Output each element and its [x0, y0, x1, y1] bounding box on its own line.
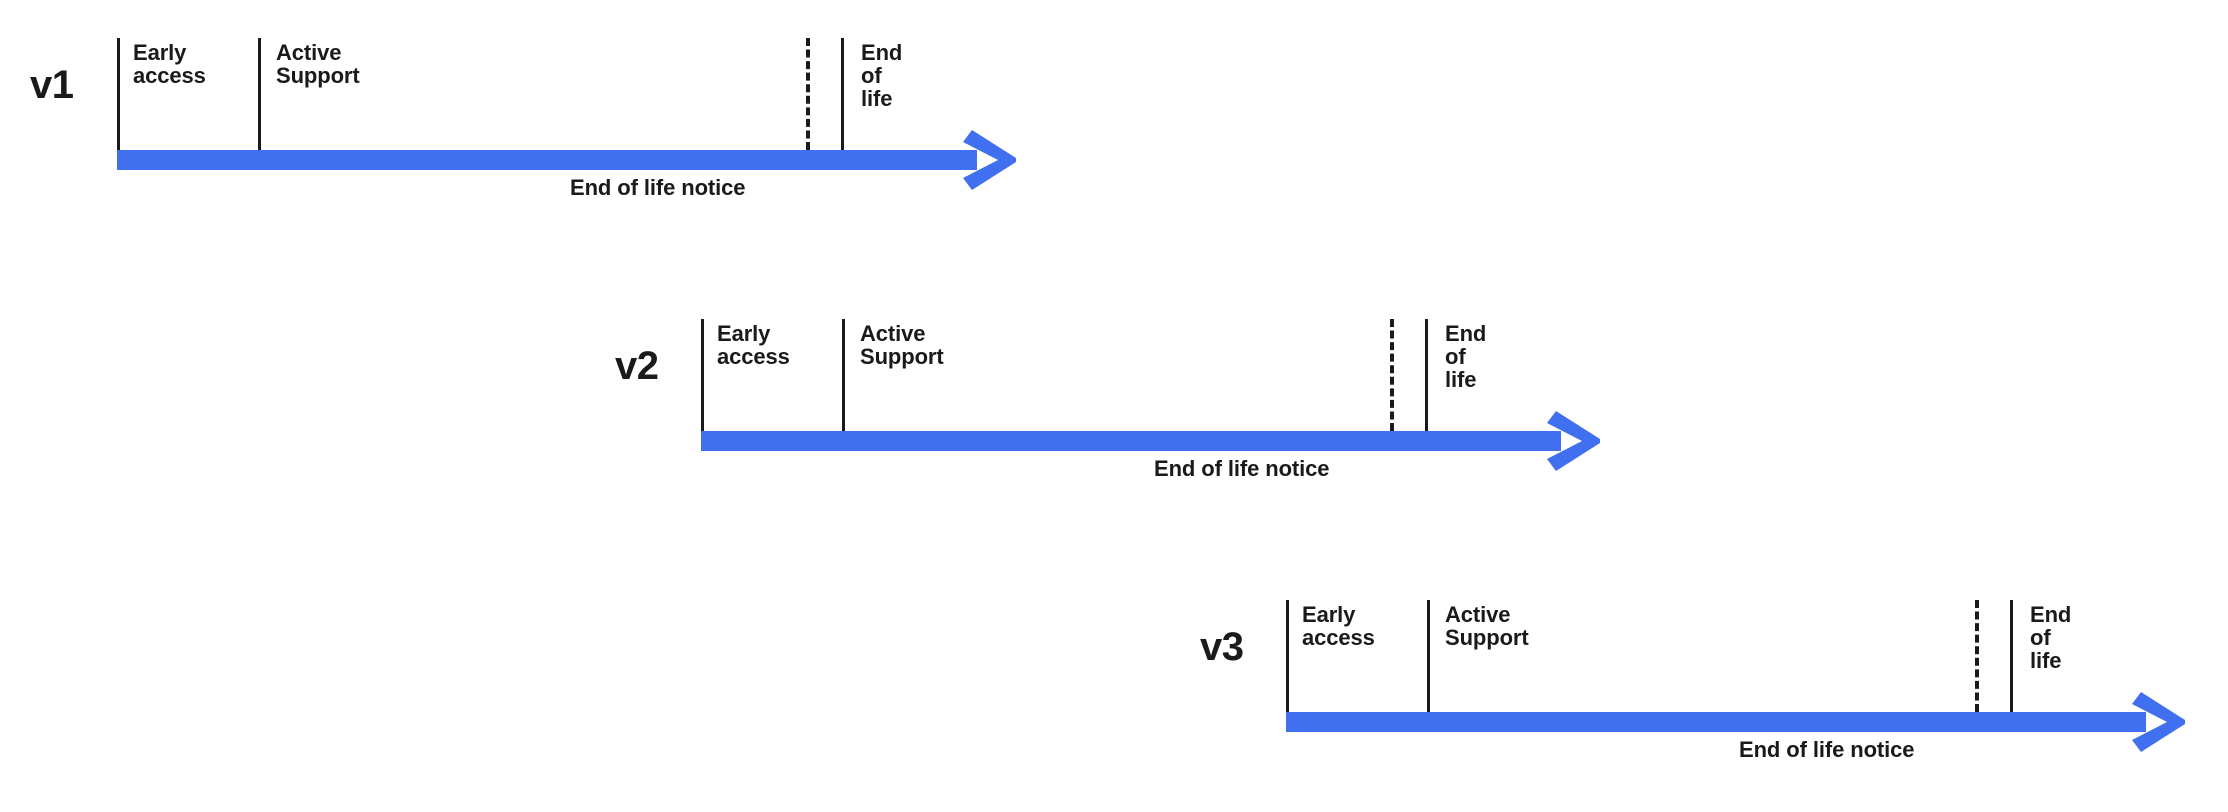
arrow-head-icon [1544, 409, 1606, 478]
phase-label-1: Early access [133, 40, 206, 88]
arrow-head-icon [960, 128, 1022, 197]
phase-divider-3 [2010, 600, 2013, 712]
phase-divider-1 [701, 319, 704, 431]
end-of-life-notice-marker [1975, 600, 1979, 712]
phase-label-3: End of life [861, 40, 903, 111]
phase-divider-1 [1286, 600, 1289, 712]
lifecycle-bar [701, 431, 1561, 451]
phase-label-2: Active Support [860, 321, 944, 369]
bar-caption: End of life notice [570, 175, 746, 200]
version-label-v2: v2 [615, 344, 659, 388]
end-of-life-notice-marker [806, 38, 810, 150]
phase-label-2: Active Support [1445, 602, 1529, 650]
phase-divider-2 [1427, 600, 1430, 712]
version-label-v3: v3 [1200, 625, 1244, 669]
bar-caption: End of life notice [1154, 456, 1330, 481]
phase-label-3: End of life [2030, 602, 2072, 673]
phase-label-1: Early access [717, 321, 790, 369]
phase-divider-3 [841, 38, 844, 150]
version-label-v1: v1 [30, 63, 74, 107]
phase-divider-2 [258, 38, 261, 150]
bar-caption: End of life notice [1739, 737, 1915, 762]
arrow-head-icon [2129, 690, 2191, 759]
end-of-life-notice-marker [1390, 319, 1394, 431]
phase-label-1: Early access [1302, 602, 1375, 650]
phase-label-3: End of life [1445, 321, 1487, 392]
lifecycle-bar [117, 150, 977, 170]
lifecycle-bar [1286, 712, 2146, 732]
phase-label-2: Active Support [276, 40, 360, 88]
phase-divider-3 [1425, 319, 1428, 431]
phase-divider-2 [842, 319, 845, 431]
phase-divider-1 [117, 38, 120, 150]
